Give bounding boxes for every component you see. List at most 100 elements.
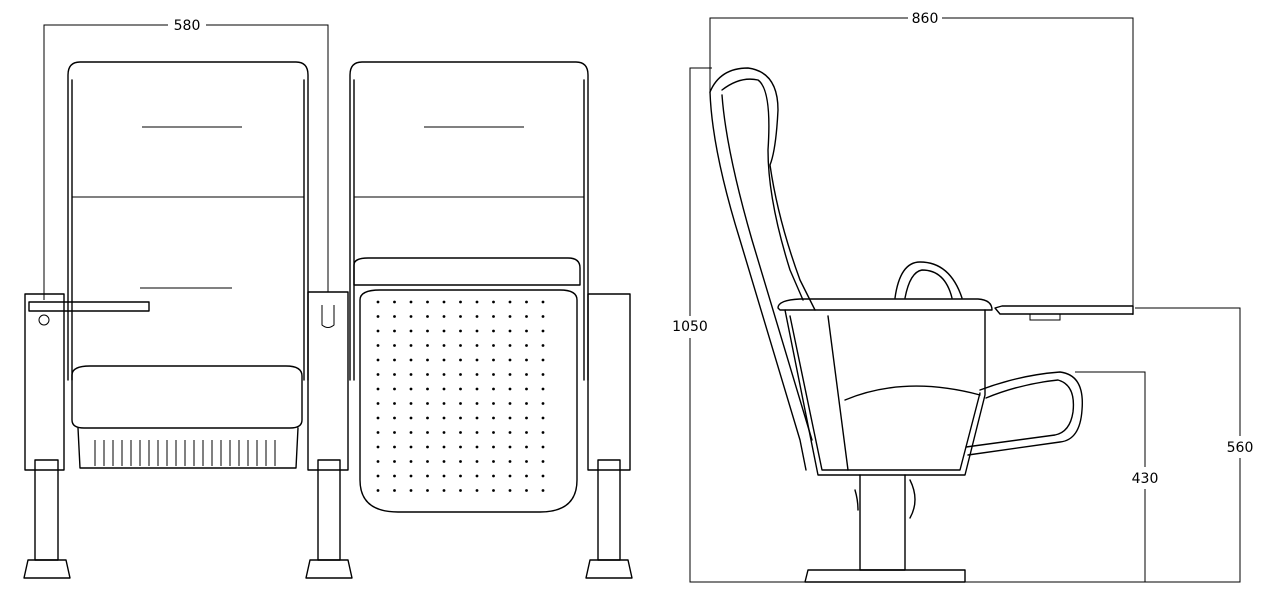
perforation-hole (409, 358, 413, 362)
perforation-hole (442, 373, 446, 376)
perforation-hole (426, 474, 429, 478)
perforation-hole (442, 300, 446, 304)
perforation-hole (508, 315, 512, 318)
perforation-hole (426, 344, 429, 347)
perforation-hole (459, 431, 462, 434)
perforation-hole (409, 373, 413, 376)
right-chair (349, 61, 633, 579)
perforation-hole (376, 416, 380, 420)
perforation-hole (541, 489, 545, 492)
perforation-hole (409, 300, 413, 304)
perforation-hole (442, 329, 446, 333)
perforation-hole (442, 489, 446, 492)
perforation-hole (492, 329, 495, 333)
perforation-hole (426, 387, 429, 391)
perforation-hole (525, 445, 528, 449)
perforation-hole (541, 300, 545, 304)
perforation-hole (442, 344, 446, 347)
perforation-hole (409, 344, 413, 347)
perforation-hole (376, 315, 380, 318)
perforation-hole (409, 474, 413, 478)
perforation-hole (459, 402, 462, 405)
dimension-seat-height: 430 (1075, 371, 1159, 582)
perforation-hole (409, 460, 413, 463)
perforation-hole (426, 373, 429, 376)
perforation-hole (541, 460, 545, 463)
perforation-hole (508, 489, 512, 492)
perforation-hole (426, 329, 429, 333)
perforation-hole (376, 387, 380, 391)
perforation-hole (459, 474, 462, 478)
perforation-hole (508, 460, 512, 463)
dimension-armrest-height: 560 (1135, 307, 1254, 583)
perforation-hole (492, 373, 495, 376)
perforation-hole (426, 489, 429, 492)
perforation-hole (409, 402, 413, 405)
perforation-hole (459, 460, 462, 463)
perforation-hole (492, 300, 495, 304)
perforation-hole (426, 358, 429, 362)
perforation-hole (525, 460, 528, 463)
perforation-hole (492, 358, 495, 362)
perforation-hole (508, 445, 512, 449)
perforation-hole (541, 445, 545, 449)
perforation-hole (442, 431, 446, 434)
perforation-hole (442, 460, 446, 463)
perforation-hole (541, 402, 545, 405)
perforation-hole (508, 416, 512, 420)
perforation-hole (475, 431, 479, 434)
perforation-hole (409, 315, 413, 318)
perforation-hole (393, 387, 396, 391)
perforation-hole (525, 315, 528, 318)
dimension-label-430: 430 (1132, 471, 1159, 487)
perforation-hole (426, 416, 429, 420)
perforation-hole (492, 344, 495, 347)
perforation-hole (508, 300, 512, 304)
perforation-hole (442, 315, 446, 318)
perforation-hole (475, 460, 479, 463)
perforation-hole (442, 358, 446, 362)
perforation-hole (475, 300, 479, 304)
perforation-hole (525, 300, 528, 304)
perforation-hole (508, 402, 512, 405)
perforation-hole (442, 416, 446, 420)
perforation-hole (393, 329, 396, 333)
perforation-hole (525, 387, 528, 391)
perforation-hole (508, 373, 512, 376)
perforation-hole (475, 329, 479, 333)
perforation-hole (426, 402, 429, 405)
perforation-hole (409, 489, 413, 492)
perforation-hole (393, 460, 396, 463)
perforation-hole (541, 373, 545, 376)
perforation-hole (376, 373, 380, 376)
perforation-hole (459, 489, 462, 492)
perforation-hole (541, 387, 545, 391)
perforation-hole (393, 416, 396, 420)
side-view: 860 1050 560 430 (672, 11, 1254, 583)
perforation-hole (376, 460, 380, 463)
perforation-hole (393, 300, 396, 304)
perforation-hole (409, 416, 413, 420)
perforation-hole (541, 358, 545, 362)
perforation-hole (475, 344, 479, 347)
perforation-hole (541, 416, 545, 420)
perforation-hole (492, 474, 495, 478)
dimension-label-580: 580 (174, 18, 201, 34)
perforation-hole (475, 358, 479, 362)
dimension-label-560: 560 (1227, 440, 1254, 456)
perforation-hole (492, 416, 495, 420)
perforation-hole (376, 445, 380, 449)
perforation-hole (525, 431, 528, 434)
perforation-hole (426, 315, 429, 318)
dimension-width: 580 (43, 18, 329, 300)
perforation-hole (426, 431, 429, 434)
perforation-hole (459, 445, 462, 449)
perforation-hole (376, 344, 380, 347)
perforation-hole (442, 402, 446, 405)
perforation-hole (459, 373, 462, 376)
perforation-pattern (376, 300, 545, 492)
perforation-hole (376, 358, 380, 362)
dimension-height: 1050 (672, 67, 1145, 583)
